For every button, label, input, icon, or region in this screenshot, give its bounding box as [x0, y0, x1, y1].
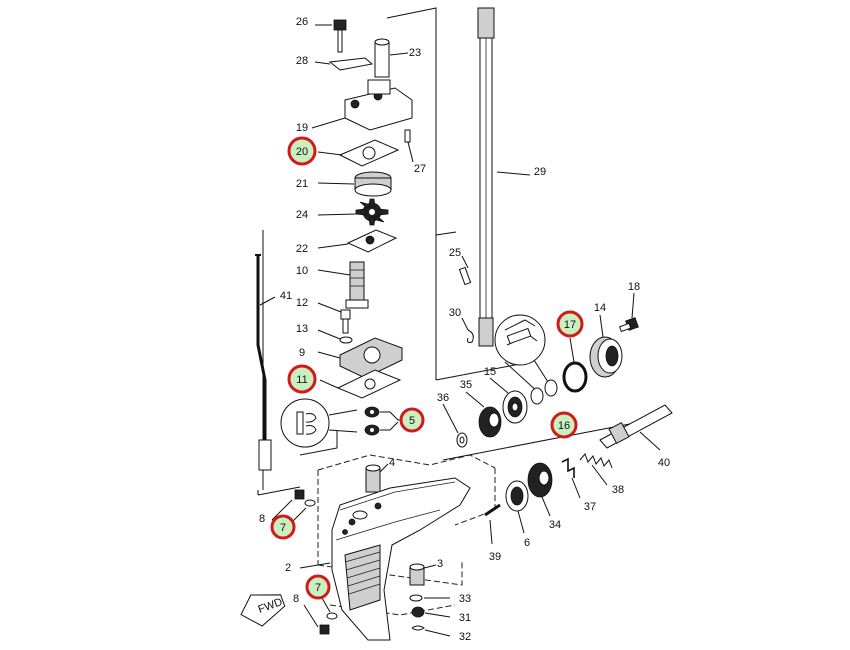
- highlight-16: [550, 411, 578, 439]
- part-label-24: 24: [296, 209, 308, 221]
- part-label-5: 5: [409, 415, 415, 427]
- fwd-arrow-icon: FWD: [240, 594, 286, 627]
- highlight-17: [556, 310, 584, 338]
- part-label-6: 6: [524, 537, 530, 549]
- part-label-31: 31: [459, 612, 471, 624]
- part-label-33: 33: [459, 593, 471, 605]
- highlight-5: [399, 407, 425, 433]
- part-label-35: 35: [460, 379, 472, 391]
- part-label-20: 20: [296, 146, 308, 158]
- drive-shaft: [477, 7, 531, 347]
- part-label-30: 30: [449, 307, 461, 319]
- part-label-13: 13: [296, 323, 308, 335]
- water-pump-parts: [311, 19, 414, 493]
- part-label-32: 32: [459, 631, 471, 643]
- part-label-8: 8: [293, 593, 299, 605]
- highlight-7-upper: [270, 514, 296, 540]
- part-label-14: 14: [594, 302, 606, 314]
- part-label-38: 38: [612, 484, 624, 496]
- part-label-27: 27: [414, 163, 426, 175]
- part-label-25: 25: [449, 247, 461, 259]
- part-label-34: 34: [549, 519, 561, 531]
- part-label-29: 29: [534, 166, 546, 178]
- shift-rod: [255, 254, 276, 471]
- part-label-17: 17: [564, 319, 576, 331]
- seal-detail-inset: [280, 398, 358, 448]
- lower-casing: [271, 477, 471, 641]
- part-label-19: 19: [296, 122, 308, 134]
- part-label-7: 7: [280, 522, 286, 534]
- bearing-detail-inset: [494, 314, 549, 395]
- part-label-15: 15: [484, 366, 496, 378]
- highlight-11: [287, 364, 317, 394]
- part-label-2: 2: [285, 562, 291, 574]
- part-label-36: 36: [437, 392, 449, 404]
- part-label-40: 40: [658, 457, 670, 469]
- highlight-20: [287, 136, 317, 166]
- part-label-4: 4: [389, 457, 395, 469]
- part-label-41: 41: [280, 290, 292, 302]
- part-label-7: 7: [315, 582, 321, 594]
- part-label-11: 11: [296, 374, 307, 386]
- highlight-7-lower: [305, 574, 331, 600]
- part-label-16: 16: [558, 420, 570, 432]
- part-label-8: 8: [259, 513, 265, 525]
- part-label-3: 3: [437, 558, 443, 570]
- part-label-23: 23: [409, 47, 421, 59]
- highlight-markers: [270, 136, 584, 600]
- part-label-12: 12: [296, 297, 308, 309]
- part-label-22: 22: [296, 243, 308, 255]
- part-label-37: 37: [584, 501, 596, 513]
- part-label-39: 39: [489, 551, 501, 563]
- gear-case-parts: [442, 255, 673, 545]
- part-label-26: 26: [296, 16, 308, 28]
- part-label-9: 9: [299, 347, 305, 359]
- part-label-28: 28: [296, 55, 308, 67]
- part-label-21: 21: [296, 178, 308, 190]
- part-label-18: 18: [628, 281, 640, 293]
- part-label-10: 10: [296, 265, 308, 277]
